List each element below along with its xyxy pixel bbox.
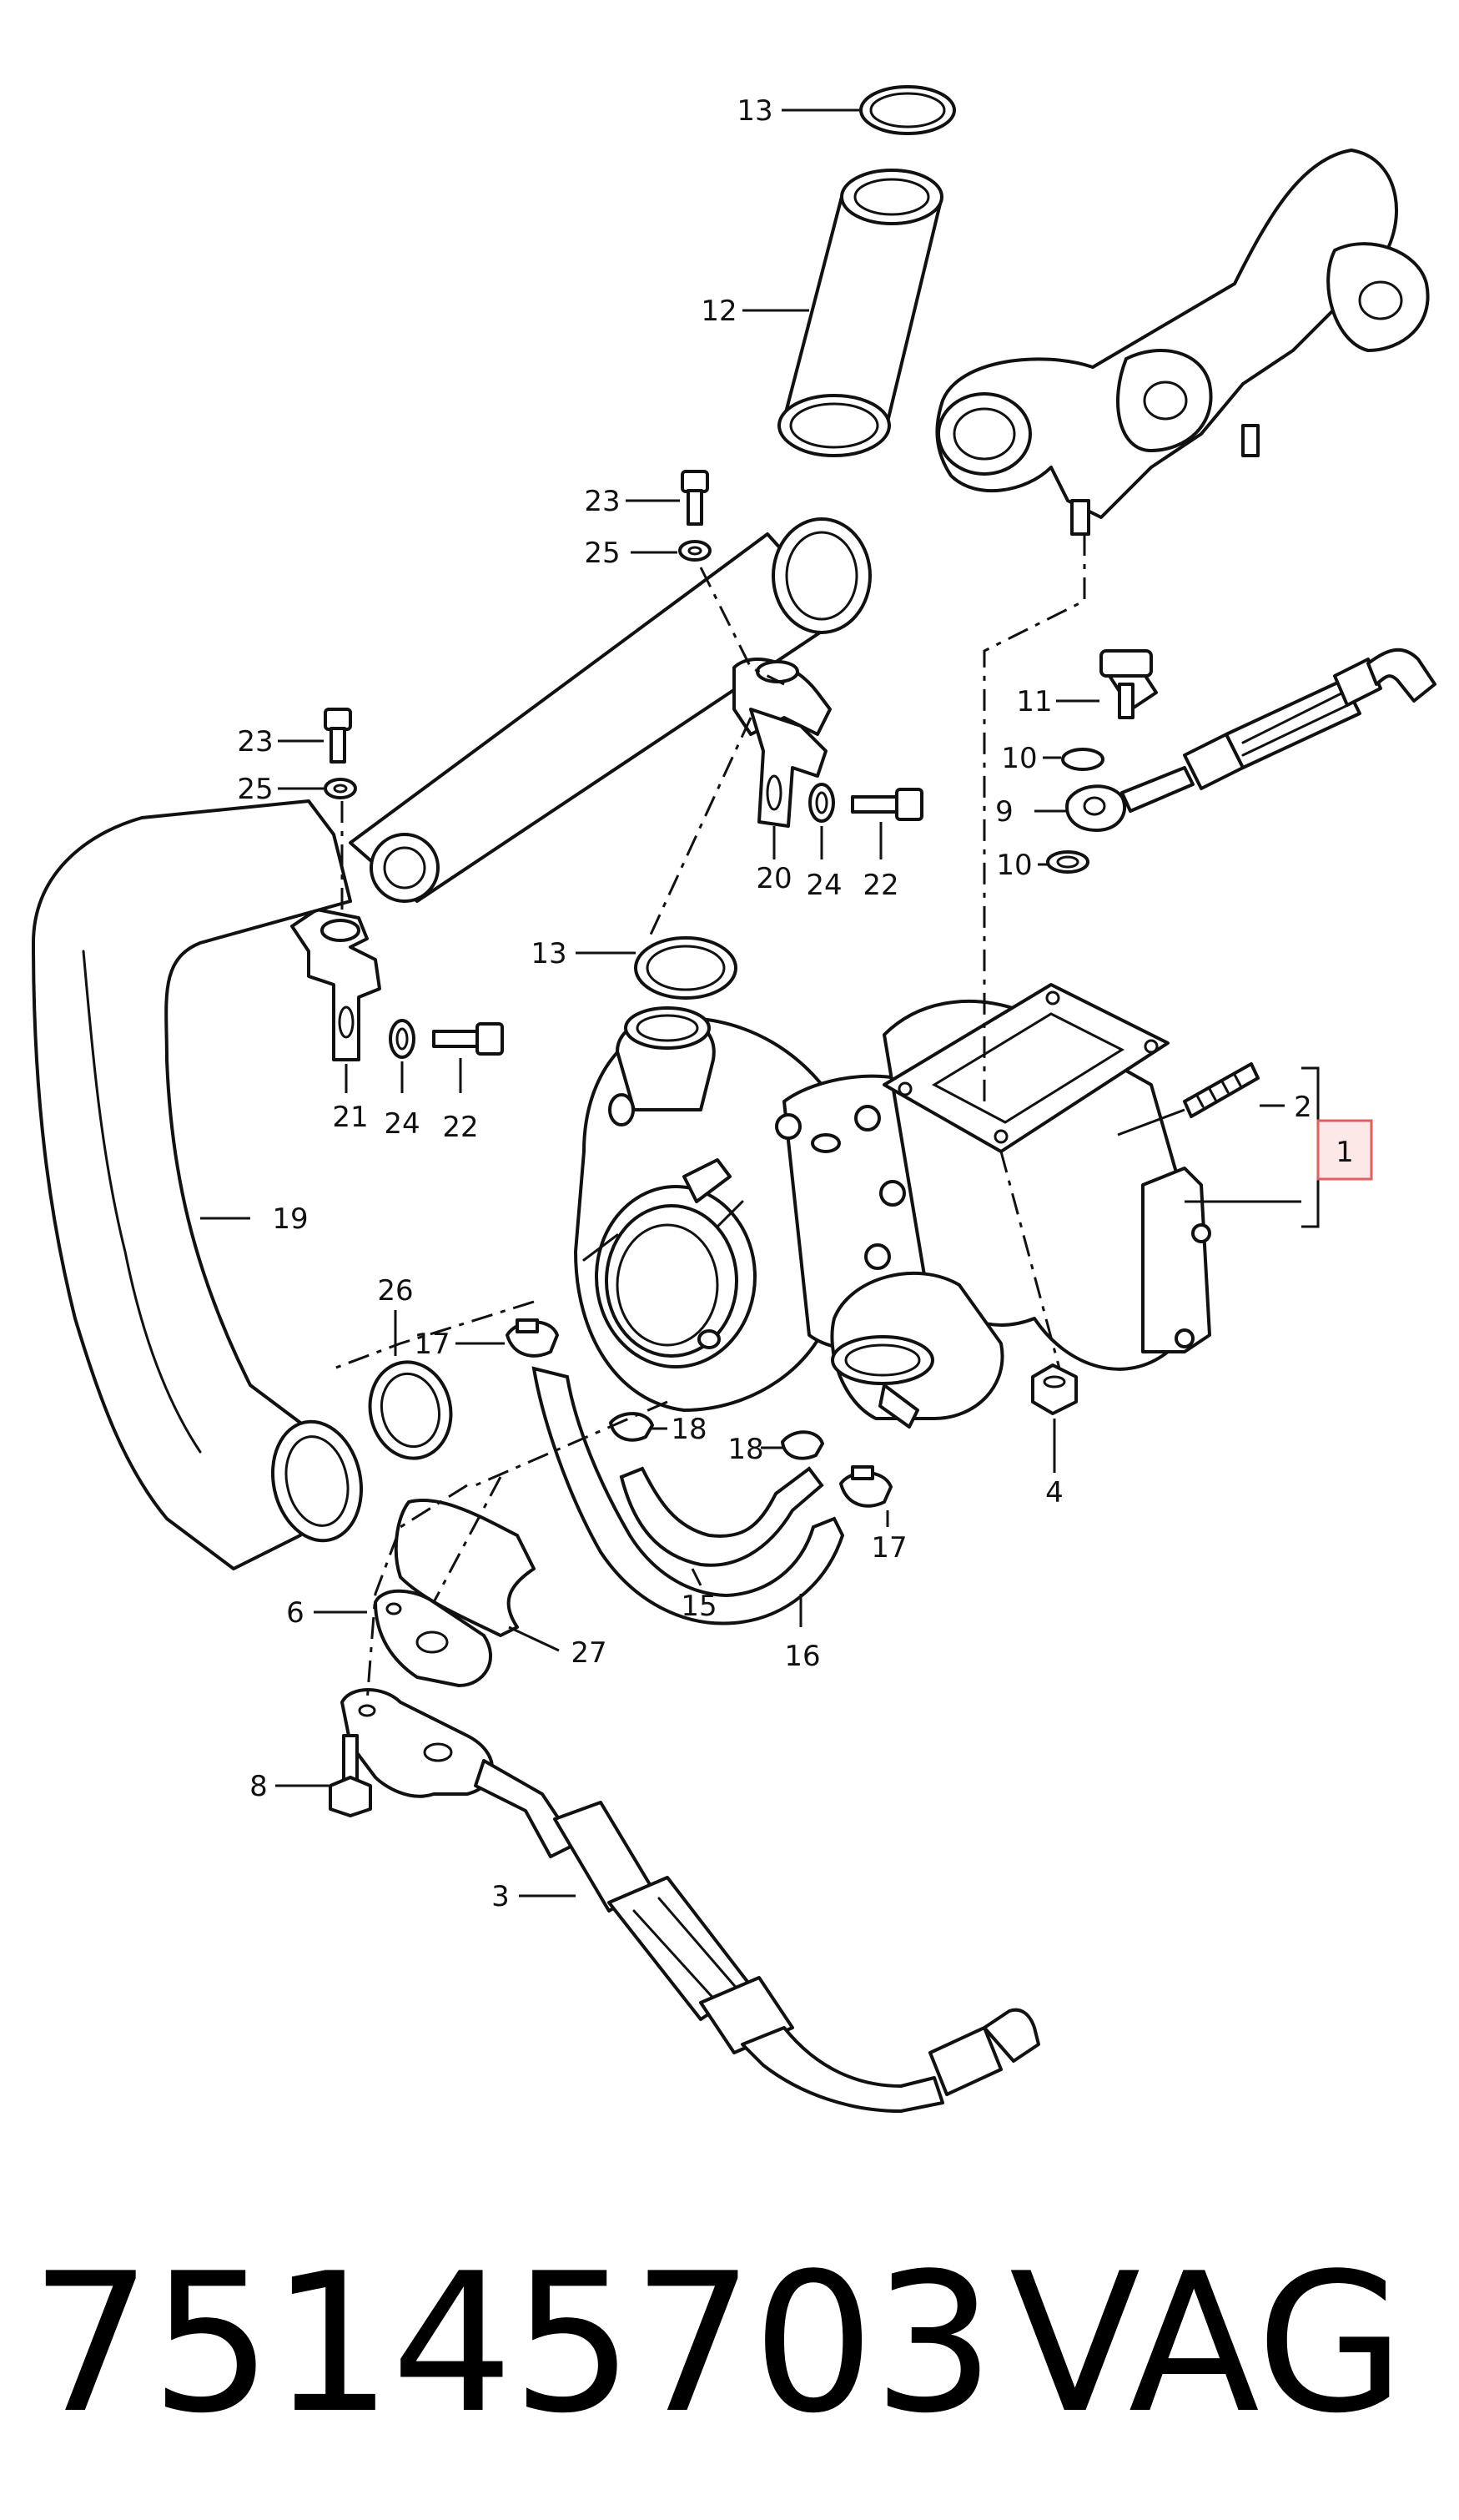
callout-16: 16 <box>784 1640 820 1673</box>
oil-return-line-3 <box>340 1688 1040 2113</box>
callout-22-lower: 22 <box>442 1111 478 1144</box>
callout-10-lower: 10 <box>996 849 1032 882</box>
gasket-26 <box>368 1360 453 1460</box>
callout-1-highlight <box>1316 1119 1373 1181</box>
callout-23-upper: 23 <box>584 485 620 518</box>
bolt-8 <box>329 1734 372 1817</box>
callout-4: 4 <box>1045 1476 1064 1509</box>
gasket-6 <box>374 1589 493 1687</box>
bolt-23-upper <box>681 470 709 526</box>
washer-24-upper <box>808 783 835 823</box>
callout-21: 21 <box>332 1101 368 1134</box>
turbocharger-exploded-diagram: 13 12 23 25 11 10 9 10 23 25 20 24 22 13… <box>32 85 1436 2113</box>
hose-15 <box>619 1466 824 1567</box>
oil-feed-line-upper <box>1046 648 1436 874</box>
gasket-13-lower <box>634 936 737 1000</box>
callout-11: 11 <box>1016 685 1052 718</box>
gasket-27 <box>394 1499 536 1637</box>
callout-24-lower: 24 <box>384 1107 420 1141</box>
clamp-17-left <box>506 1318 559 1358</box>
callout-20: 20 <box>756 862 792 895</box>
stud-2 <box>1183 1062 1260 1118</box>
bolt-22-upper <box>851 788 923 821</box>
charge-air-pipe <box>349 517 872 903</box>
callout-26: 26 <box>377 1274 413 1308</box>
callout-13-lower: 13 <box>531 937 566 970</box>
callout-17-left: 17 <box>414 1328 450 1361</box>
callout-10-upper: 10 <box>1001 742 1037 775</box>
clamp-17-right <box>839 1465 893 1508</box>
callout-2: 2 <box>1294 1091 1312 1124</box>
part-footer: 75145703 VAG <box>0 2220 1459 2470</box>
callout-1: 1 <box>1336 1136 1354 1169</box>
callout-8: 8 <box>249 1770 268 1803</box>
washer-24-lower <box>389 1019 415 1059</box>
washer-25-upper <box>678 540 712 562</box>
nut-4 <box>1031 1363 1078 1415</box>
part-number: 75145703 <box>30 2233 995 2456</box>
hose-16 <box>531 1366 845 1625</box>
washer-bracket-upper <box>756 660 799 683</box>
gasket-13-top <box>859 85 956 135</box>
callout-9: 9 <box>995 795 1014 829</box>
callouts: 13 12 23 25 11 10 9 10 23 25 20 24 22 13… <box>237 94 1353 1913</box>
callout-24-upper: 24 <box>806 869 842 902</box>
clamp-18-right <box>781 1430 824 1460</box>
callout-15: 15 <box>681 1590 717 1623</box>
callout-3: 3 <box>491 1880 510 1913</box>
pipe-12 <box>777 169 943 457</box>
callout-17-right: 17 <box>871 1531 907 1565</box>
callout-22-upper: 22 <box>863 869 898 902</box>
callout-25-lower: 25 <box>237 773 273 806</box>
exhaust-manifold <box>935 149 1430 536</box>
turbocharger <box>574 983 1211 1429</box>
callout-23-lower: 23 <box>237 725 273 759</box>
callout-27: 27 <box>571 1636 606 1670</box>
bolt-22-lower <box>432 1022 504 1056</box>
callout-13-top: 13 <box>737 94 772 128</box>
callout-19: 19 <box>272 1202 308 1236</box>
washer-25-lower <box>324 778 357 799</box>
clamp-18-left <box>609 1412 654 1442</box>
bolt-23-lower <box>324 708 352 764</box>
bracket-20 <box>749 708 828 828</box>
callout-12: 12 <box>701 295 737 328</box>
callout-6: 6 <box>286 1596 304 1630</box>
callout-18-right: 18 <box>727 1433 763 1466</box>
bracket-21 <box>290 908 381 1061</box>
callout-18-left: 18 <box>671 1413 707 1446</box>
brand-name: VAG <box>1009 2233 1406 2456</box>
hose-19 <box>32 799 364 1570</box>
callout-25-upper: 25 <box>584 537 620 570</box>
